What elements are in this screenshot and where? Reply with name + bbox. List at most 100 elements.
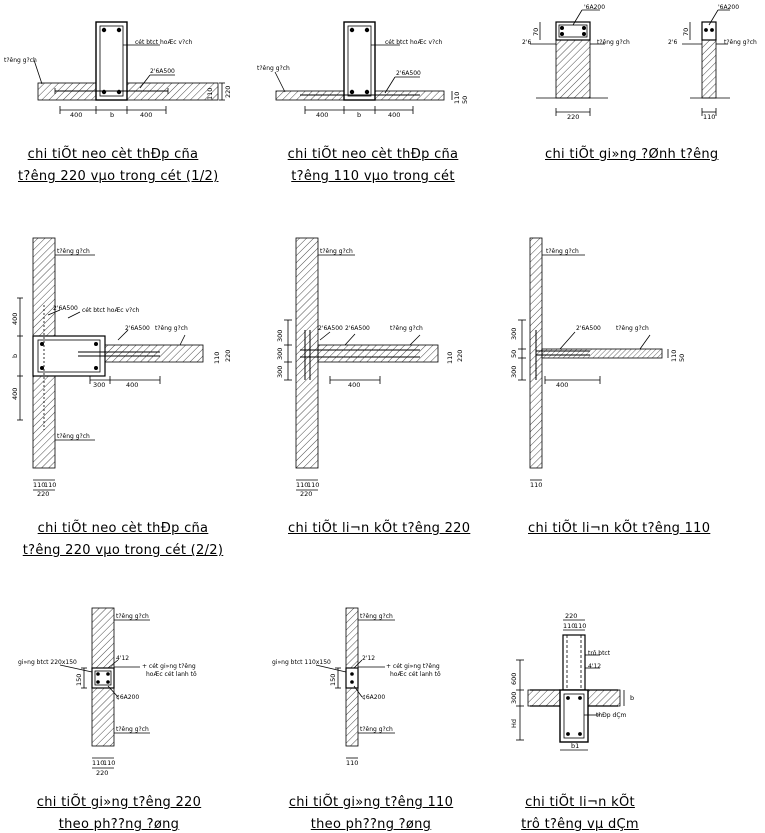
d8-label-stirrup: ¢6A200 (362, 694, 385, 701)
d9-dim-220: 220 (565, 612, 577, 620)
d4-dim-220: 220 (37, 490, 49, 498)
d2-dim-400-left: 400 (316, 111, 328, 119)
d6-dim-110: 110 (530, 481, 542, 489)
caption-detail-8-line-2: theo ph??ng ?øng (310, 817, 432, 832)
d1-dim-400-left: 400 (70, 111, 82, 119)
d5-label-anchor-1: 2'6A500 (318, 325, 343, 332)
d3-label-bar-110: 2'6 (668, 39, 677, 46)
d9-label-bar: 4'12 (588, 663, 601, 670)
d2-dim-400-right: 400 (388, 111, 400, 119)
d1-dim-b: b (110, 111, 114, 119)
d4-dim-110-b: 110 (44, 481, 56, 489)
d4-label-wall-top: t?êng g?ch (57, 248, 90, 255)
caption-detail-9: chi tiÕt li¬n kÕt trô t?êng vµ dÇm (520, 795, 640, 833)
d8-label-wall-bottom: t?êng g?ch (360, 726, 393, 733)
d8-dim-110: 110 (346, 759, 358, 767)
caption-detail-8-line-1: chi tiÕt gi»ng t?êng 110 (288, 795, 454, 810)
d2-label-tuong-gach: t?êng g?ch (257, 65, 290, 72)
d4-dim-110-right: 110 (213, 352, 221, 364)
d9-dim-110-b: 110 (574, 622, 586, 630)
detail-5-wall-220-connection (284, 237, 439, 491)
d7-label-giang: gi»ng btct 220x150 (18, 659, 77, 666)
d6-dim-300-bottom: 300 (510, 366, 518, 378)
d5-dim-300-mid: 300 (276, 348, 284, 360)
d4-label-wall-right: t?êng g?ch (155, 325, 188, 332)
d1-label-cot-btct: cét btct hoÆc v?ch (135, 39, 193, 46)
d9-dim-300: 300 (510, 692, 518, 704)
d1-label-tuong-gach: t?êng g?ch (4, 57, 37, 64)
d6-label-wall-right: t?êng g?ch (616, 325, 649, 332)
d4-label-anchor-1: 2'6A500 (53, 305, 78, 312)
d5-dim-220-right: 220 (456, 350, 464, 362)
d8-label-wall-top: t?êng g?ch (360, 613, 393, 620)
d4-label-anchor-2: 2'6A500 (125, 325, 150, 332)
caption-detail-9-line-1: chi tiÕt li¬n kÕt (525, 795, 635, 810)
d6-dim-300-top: 300 (510, 328, 518, 340)
detail-2-wall-110-anchor-plan (274, 21, 453, 114)
caption-detail-6: chi tiÕt li¬n kÕt t?êng 110 (528, 521, 710, 537)
d6-label-anchor: 2'6A500 (576, 325, 601, 332)
d5-label-wall-top: t?êng g?ch (320, 248, 353, 255)
d3-dim-220: 220 (567, 113, 579, 121)
caption-detail-4: chi tiÕt neo cèt thÐp cña t?êng 220 vµo … (18, 521, 228, 559)
d6-dim-50: 50 (510, 350, 518, 358)
detail-9-column-beam-connection (516, 619, 625, 751)
d7-label-wall-top: t?êng g?ch (116, 613, 149, 620)
caption-detail-9-line-2: trô t?êng vµ dÇm (521, 817, 639, 832)
d5-dim-300-top: 300 (276, 330, 284, 342)
d6-dim-400: 400 (556, 381, 568, 389)
d7-label-bar: 4'12 (116, 655, 129, 662)
d3-label-stirrup-220: '6A200 (584, 4, 605, 11)
d3-label-bar-220: 2'6 (522, 39, 531, 46)
caption-detail-8: chi tiÕt gi»ng t?êng 110 theo ph??ng ?øn… (286, 795, 456, 833)
d9-dim-110-a: 110 (563, 622, 575, 630)
d2-dim-110: 110 (453, 92, 461, 104)
d6-label-wall-top: t?êng g?ch (546, 248, 579, 255)
d3-label-wall-110: t?êng g?ch (724, 39, 757, 46)
d5-dim-400: 400 (348, 381, 360, 389)
caption-detail-3: chi tiÕt gi»ng ?Ønh t?êng (545, 147, 718, 163)
caption-detail-2-line-2: t?êng 110 vµo trong cét (291, 169, 455, 184)
d4-dim-300: 300 (93, 381, 105, 389)
d4-dim-400-bottom: 400 (11, 388, 19, 400)
detail-8-wall-110-vertical-tie (315, 607, 395, 759)
d9-label-b1: b1 (571, 742, 579, 750)
d2-dim-b: b (357, 111, 361, 119)
d9-label-hd: Hd (510, 719, 518, 728)
d8-label-bar: 2'12 (362, 655, 375, 662)
d4-dim-400-right: 400 (126, 381, 138, 389)
d7-label-wall-bottom: t?êng g?ch (116, 726, 149, 733)
caption-detail-7: chi tiÕt gi»ng t?êng 220 theo ph??ng ?øn… (34, 795, 204, 833)
d7-label-stirrup: ¢6A200 (116, 694, 139, 701)
d7-dim-110-b: 110 (103, 759, 115, 767)
d6-dim-50-right: 50 (678, 354, 686, 362)
d4-dim-220-right: 220 (224, 350, 232, 362)
d2-label-cot-btct: cét btct hoÆc v?ch (385, 39, 443, 46)
caption-detail-2: chi tiÕt neo cèt thÐp cña t?êng 110 vµo … (278, 147, 468, 185)
d5-label-anchor-2: 2'6A500 (345, 325, 370, 332)
d4-dim-400-top: 400 (11, 313, 19, 325)
d4-label-cot-btct: cét btct hoÆc v?ch (82, 307, 140, 314)
d8-label-note-2: hoÆc cét lanh tô (390, 671, 441, 678)
caption-detail-5: chi tiÕt li¬n kÕt t?êng 220 (288, 521, 471, 537)
d5-dim-110-b: 110 (307, 481, 319, 489)
d6-dim-110-right: 110 (670, 350, 678, 362)
d9-label-b: b (630, 694, 634, 702)
detail-6-wall-110-connection (518, 237, 669, 481)
d5-label-wall-right: t?êng g?ch (390, 325, 423, 332)
d7-label-note-1: + cét gi»ng t?êng (142, 663, 196, 670)
d5-dim-110-a: 110 (296, 481, 308, 489)
d1-label-anchor: 2'6A500 (150, 68, 175, 75)
d8-label-giang: gi»ng btct 110x150 (272, 659, 331, 666)
d7-dim-110-a: 110 (92, 759, 104, 767)
d9-label-tru-btct: trô btct (588, 650, 611, 657)
d2-label-anchor: 2'6A500 (396, 70, 421, 77)
caption-detail-1-line-2: t?êng 220 vµo trong cét (1/2) (18, 169, 219, 184)
d2-dim-50: 50 (461, 96, 469, 104)
caption-detail-7-line-2: theo ph??ng ?øng (58, 817, 180, 832)
caption-detail-5-line-1: chi tiÕt li¬n kÕt t?êng 220 (288, 521, 471, 536)
d5-dim-220: 220 (300, 490, 312, 498)
caption-detail-1: chi tiÕt neo cèt thÐp cña t?êng 220 vµo … (18, 147, 219, 185)
d1-dim-220: 220 (224, 86, 232, 98)
